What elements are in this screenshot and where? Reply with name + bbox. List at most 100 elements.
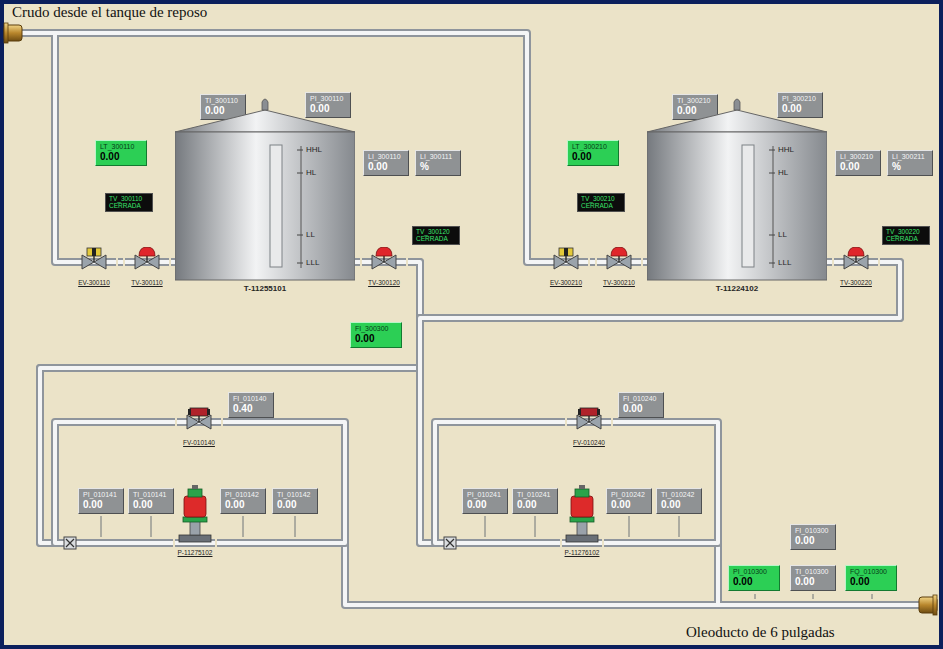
pipe-outline [118,258,123,266]
level-mark: HL [306,168,316,177]
pipe-core [408,262,560,543]
signal-tag: TV_300120 [416,228,456,235]
signal-tag: TV_300110 [109,195,149,202]
equipment-tag: TV-300120 [360,279,408,286]
indicator-box: FI_3003000.00 [350,322,402,348]
display-box: FI_0103000.00 [790,524,836,550]
pipe-connector [217,422,345,543]
control-valve: FV-010240 [565,407,613,446]
pipe-outline [643,258,647,266]
signal-tag: FI_010300 [795,527,831,535]
control-valve: TV-300110 [123,247,171,286]
centrifugal-pump: P-11276102 [560,485,604,556]
display-box: PI_3001100.00 [305,92,351,118]
valve-symbol [544,247,588,277]
signal-tag: TI_300210 [677,97,713,105]
signal-value: 0.00 [517,499,553,511]
display-box: FI_0101400.40 [228,392,274,418]
level-mark: LL [778,230,787,239]
pipe-connector [40,262,420,543]
pipe-outline [590,258,595,266]
pipe-core [420,262,900,543]
signal-tag: TI_010242 [661,491,697,499]
signal-value: 0.00 [611,499,647,511]
valve-symbol [567,407,611,437]
pipe-connector [55,422,175,543]
display-box: PI_3002100.00 [777,92,823,118]
signal-tag: PI_010142 [225,491,261,499]
control-valve: TV-300120 [360,247,408,286]
pipe-outline [604,422,718,543]
pipe-core [171,260,175,264]
pipe-connector [643,262,647,263]
control-valve: EV-300110 [70,247,118,286]
pipe-connector [118,262,123,263]
display-box: FI_0102400.00 [618,392,664,418]
status-box: TV_300210CERRADA [577,193,625,212]
display-box: LI_300111% [415,150,461,176]
signal-value: 0.00 [623,403,659,415]
pipe-outline [5,33,922,605]
signal-value: 0.00 [100,151,142,163]
signal-value: 0.00 [795,535,831,547]
pipe-connector [827,262,832,263]
display-box: PI_0101410.00 [78,488,124,514]
signal-value: 0.00 [310,103,346,115]
signal-value: 0.00 [572,151,614,163]
signal-tag: LI_300210 [840,153,876,161]
status-box: TV_300110CERRADA [105,193,153,212]
signal-tag: PI_010241 [467,491,503,499]
valve-symbol [834,247,878,277]
status-box: TV_300120CERRADA [412,226,460,245]
strainer-symbol [444,537,456,549]
equipment-tag: EV-300210 [542,279,590,286]
display-box: TI_0103000.00 [790,565,836,591]
display-box: LI_300211% [887,150,933,176]
pipe-outline [420,262,900,543]
signal-tag: FI_010240 [623,395,659,403]
signal-tag: TI_010241 [517,491,553,499]
signal-value: 0.00 [225,499,261,511]
signal-value: 0.00 [133,499,169,511]
signal-value: 0.00 [83,499,119,511]
signal-value: % [420,161,456,173]
pipe-core [604,422,718,543]
display-box: TI_3001100.00 [200,94,246,120]
signal-value: 0.00 [677,105,713,117]
pipe-core [435,422,565,543]
signal-tag: LT_300210 [572,143,614,151]
valve-symbol [362,247,406,277]
inlet-nozzle [4,23,22,43]
signal-value: 0.00 [840,161,876,173]
signal-value: 0.00 [850,576,892,588]
tank-tag: T-11255101 [175,284,355,293]
signal-tag: PI_300210 [782,95,818,103]
signal-tag: TI_010141 [133,491,169,499]
signal-value: CERRADA [109,202,149,209]
level-mark: LL [306,230,315,239]
equipment-tag: EV-300110 [70,279,118,286]
centrifugal-pump: P-11275102 [173,485,217,556]
signal-value: 0.00 [205,105,241,117]
tank-tag: T-11224102 [647,284,827,293]
pipe-connector [171,262,175,263]
valve-symbol [597,247,641,277]
strainer-symbol [64,537,76,549]
signal-value: 0.00 [355,333,397,345]
equipment-tag: FV-010240 [565,439,613,446]
status-box: TV_300220CERRADA [882,226,930,245]
equipment-tag: TV-300210 [595,279,643,286]
pipe-core [118,260,123,264]
tank-body [175,88,355,283]
pipe-outline [408,262,560,543]
pump-symbol [562,485,602,547]
plain-label: Oleoducto de 6 pulgadas [686,624,835,641]
equipment-tag: P-11275102 [173,549,217,556]
control-valve: TV-300210 [595,247,643,286]
pipe-outline [217,422,345,543]
display-box: PI_0101420.00 [220,488,266,514]
level-mark: HL [778,168,788,177]
pipe-outline [40,262,420,543]
pipe-core [355,260,360,264]
signal-value: 0.00 [661,499,697,511]
